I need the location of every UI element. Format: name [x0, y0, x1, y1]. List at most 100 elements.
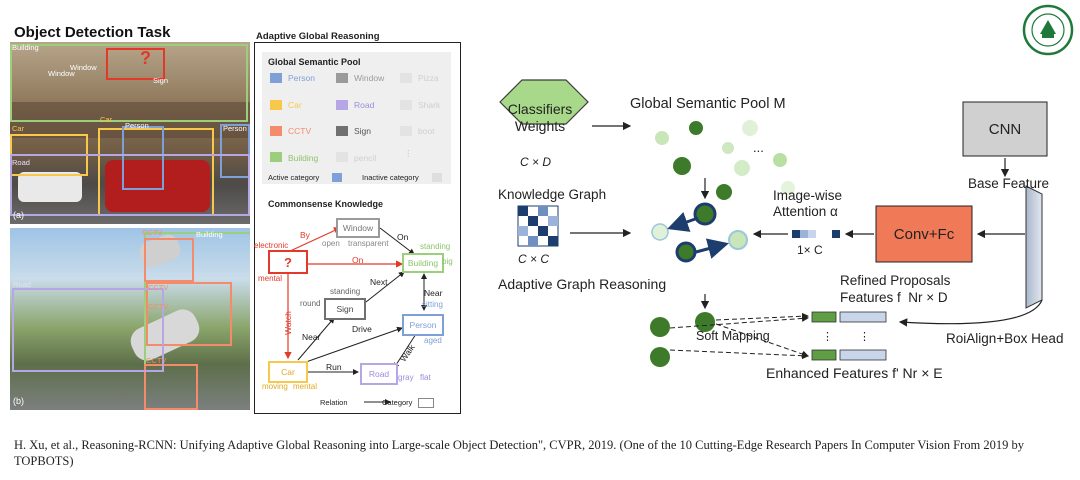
graph-node: [693, 202, 717, 226]
matrix-cell: [528, 236, 538, 246]
tag-road: Road: [12, 158, 30, 167]
pool-ellipsis: ...: [753, 140, 764, 155]
pool-window: Window: [354, 73, 385, 83]
enhanced-bar-green: [811, 349, 837, 361]
label-by: By: [300, 230, 310, 240]
attr-sitting: sitting: [422, 300, 443, 309]
attr-flat: flat: [420, 373, 431, 382]
edge-drive: [305, 326, 403, 363]
pool-dot: [655, 131, 669, 145]
soft-mapping-edge: [715, 312, 809, 321]
pool-car: Car: [288, 100, 302, 110]
label-drive: Drive: [352, 324, 372, 334]
pool-building: Building: [288, 153, 319, 163]
node-unknown: ?: [268, 250, 308, 274]
pool-title-right: Global Semantic Pool M: [630, 96, 786, 112]
tag-car-1: Car: [12, 124, 25, 133]
matrix-cell: [528, 216, 538, 226]
pool-shark: Shark: [418, 100, 441, 110]
pool-pizza: Pizza: [418, 73, 439, 83]
attention-label: Image-wise Attention α: [773, 188, 843, 219]
attr-transparent: transparent: [348, 239, 389, 248]
matrix-cell: [538, 206, 548, 216]
tag-window-2: Window: [70, 63, 97, 72]
person-bbox-2: [220, 124, 250, 178]
refined-proposals-label: Refined Proposals Features f Nr × D: [840, 273, 951, 305]
arrow-roialign: [898, 299, 1043, 327]
graph-node: [675, 241, 697, 263]
enhanced-bar-green: [811, 311, 837, 323]
edge-next: [365, 271, 405, 303]
mapping-dot: [650, 347, 670, 367]
soft-mapping-edge: [669, 349, 809, 360]
citation-text: H. Xu, et al., Reasoning-RCNN: Unifying …: [14, 438, 1024, 468]
street-photo: Building Window Window ? Sign Car Road P…: [10, 42, 250, 224]
legend-relation: Relation: [320, 398, 348, 407]
vdots: ⋮: [822, 331, 833, 343]
label-watch: Watch: [282, 311, 293, 335]
swatch-shark: [400, 100, 412, 110]
attention-cell: [792, 230, 800, 238]
pool-boot: boot: [418, 126, 435, 136]
active-swatch: [332, 173, 342, 182]
swatch-boot: [400, 126, 412, 136]
c-times-d: C × D: [520, 155, 552, 169]
pool-dot: [673, 157, 691, 175]
base-feature-label: Base Feature: [968, 176, 1050, 191]
legend-category: Category: [382, 398, 413, 407]
attention-cell: [808, 230, 816, 238]
node-window: Window: [336, 218, 380, 238]
attr-mental-car: mental: [293, 382, 318, 391]
tag-building: Building: [12, 43, 39, 52]
architecture-diagram: ⋮ ⋮: [499, 79, 1048, 367]
attr-aged: aged: [424, 336, 442, 345]
swatch-pencil: [336, 152, 348, 162]
cctv-bbox-2: [146, 282, 232, 346]
attr-open: open: [322, 239, 340, 248]
graph-node: [651, 223, 669, 241]
person-bbox-1: [122, 126, 164, 190]
white-car-shape: [18, 172, 82, 202]
pool-dot: [773, 153, 787, 167]
pool-dot: [716, 184, 732, 200]
tag-person-1: Person: [125, 121, 149, 130]
tag-cctv-4: CCTV: [146, 356, 167, 365]
node-car: Car: [268, 361, 308, 383]
attention-cell: [800, 230, 808, 238]
agr-title: Adaptive Global Reasoning: [256, 31, 380, 42]
pool-dot: [781, 181, 795, 195]
attention-cell: [832, 230, 840, 238]
unknown-bbox: [106, 48, 165, 80]
attr-big: big: [442, 257, 453, 266]
cnn-label: CNN: [988, 120, 1022, 138]
label-next: Next: [370, 277, 388, 287]
tag-sign: Sign: [153, 76, 169, 85]
edge-near-sign: [297, 317, 335, 361]
inactive-category-label: Inactive category: [362, 173, 419, 182]
agr-label: Adaptive Graph Reasoning: [498, 276, 667, 292]
tag-unknown: ?: [140, 48, 151, 68]
label-on-window: On: [397, 232, 409, 242]
semantic-pool-box: [262, 52, 451, 184]
pool-road: Road: [354, 100, 375, 110]
inactive-swatch: [432, 173, 442, 182]
swatch-building: [270, 152, 282, 162]
label-near-1: Near: [424, 288, 443, 298]
cctv-bbox-3: [144, 364, 198, 410]
attr-moving: moving: [262, 382, 288, 391]
cnn-box: [962, 101, 1048, 157]
convfc-label: Conv+Fc: [893, 225, 955, 243]
matrix-cell: [548, 236, 558, 246]
road-bbox: [10, 154, 250, 216]
pool-dot: [742, 120, 758, 136]
node-sign: Sign: [324, 298, 366, 320]
swatch-car: [270, 100, 282, 110]
pool-title: Global Semantic Pool: [268, 57, 361, 67]
tag-cctv-2: CCTV: [148, 283, 169, 292]
enhanced-features-label: Enhanced Features f' Nr × E: [766, 365, 943, 381]
attr-gray: gray: [398, 373, 414, 382]
tag-cctv-1: CCTV: [142, 228, 163, 237]
edge-walk: [393, 333, 417, 369]
classifiers-label: Classifiers Weights: [507, 101, 573, 134]
refined-feature-bar: [839, 349, 887, 361]
